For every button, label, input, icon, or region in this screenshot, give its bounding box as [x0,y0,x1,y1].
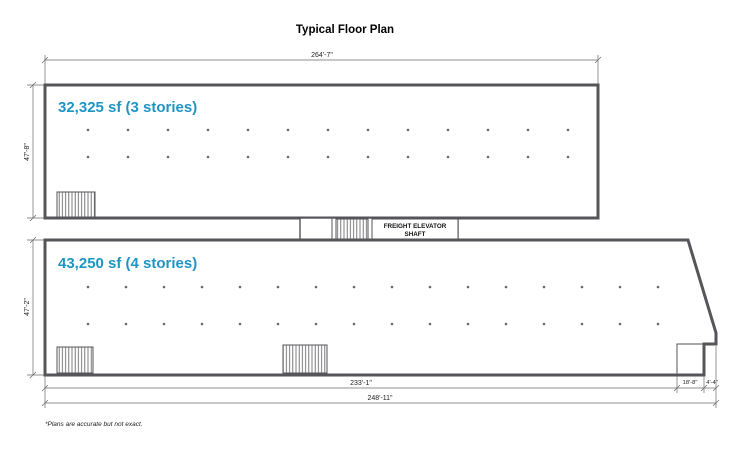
stairs-top-left [56,191,96,219]
stairs-bottom-center [282,344,328,374]
column-grid-bottom [86,285,660,326]
freight-elevator-label-line2: SHAFT [405,231,426,238]
dimension-bottom-height-label: 47'-2" [24,298,31,316]
dimension-top-height: 47'-8" [24,81,44,222]
dimension-corner-label: 4'-4" [706,380,718,386]
dimension-bottom-outer-label: 248'-11" [367,395,393,402]
building-bottom-label: 43,250 sf (4 stories) [58,255,197,272]
freight-elevator-label-line1: FREIGHT ELEVATOR [384,223,447,230]
page-title: Typical Floor Plan [296,24,394,36]
dimension-notch-label: 18'-8" [683,380,698,386]
building-top-label: 32,325 sf (3 stories) [58,99,197,116]
stairs-core [335,218,369,240]
dimension-top-width: 264'-7" [41,52,602,84]
stairs-bottom-left [56,346,94,374]
dimension-top-width-label: 264'-7" [311,52,333,59]
corner-room [676,343,705,376]
dimension-bottom-height: 47'-2" [24,236,44,379]
dimension-bottom-inner-label: 233'-1" [350,380,372,387]
footnote: *Plans are accurate but not exact. [45,421,143,428]
dimension-corner: 4'-4" [704,346,720,408]
building-top: 32,325 sf (3 stories) [43,83,600,220]
dimension-top-height-label: 47'-8" [24,143,31,161]
building-bottom: 43,250 sf (4 stories) [43,238,718,377]
dimension-notch: 18'-8" [677,376,708,393]
connector-core: FREIGHT ELEVATOR SHAFT [299,217,459,241]
column-grid-top [86,128,570,159]
dimension-bottom-outer: 248'-11" [41,395,720,407]
